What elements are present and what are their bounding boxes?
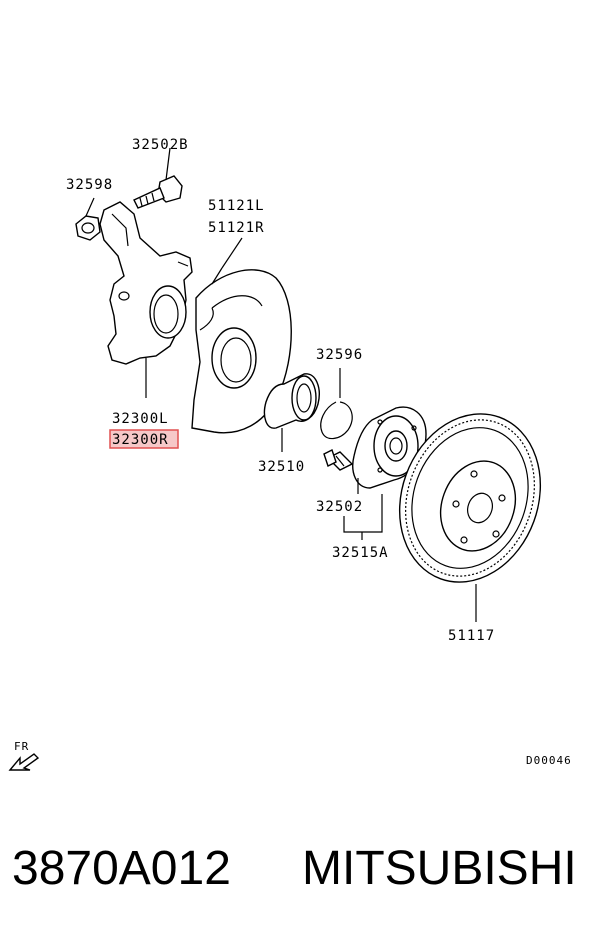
front-arrow-icon	[8, 753, 40, 771]
label-32300r: 32300R	[112, 432, 169, 448]
steering-knuckle-icon	[99, 201, 193, 398]
leader-32515a	[343, 494, 383, 533]
dust-shield-icon	[191, 237, 292, 434]
label-51121l: 51121L	[208, 198, 265, 214]
label-32510: 32510	[258, 459, 305, 475]
label-32598: 32598	[66, 177, 113, 193]
leader-32502b	[165, 147, 171, 181]
label-32596: 32596	[316, 347, 363, 363]
label-32502: 32502	[316, 499, 363, 515]
label-32300l: 32300L	[112, 411, 169, 427]
diagram-code: D00046	[526, 754, 572, 767]
nut-32598-icon	[75, 197, 101, 241]
front-marker-label: FR	[14, 740, 29, 753]
snap-ring-icon	[320, 368, 353, 440]
part-number: 3870A012	[12, 842, 231, 895]
label-32502b: 32502B	[132, 137, 189, 153]
label-51121r: 51121R	[208, 220, 265, 236]
wheel-hub-icon	[352, 406, 427, 489]
highlight-32300r	[109, 429, 179, 449]
wheel-stud-icon	[323, 449, 354, 471]
label-51117: 51117	[448, 628, 495, 644]
wheel-bearing-icon	[263, 373, 320, 452]
brand-name: MITSUBISHI	[302, 842, 577, 895]
brake-disc-icon	[398, 413, 542, 622]
label-32515a: 32515A	[332, 545, 389, 561]
bolt-32502b-icon	[133, 175, 183, 209]
